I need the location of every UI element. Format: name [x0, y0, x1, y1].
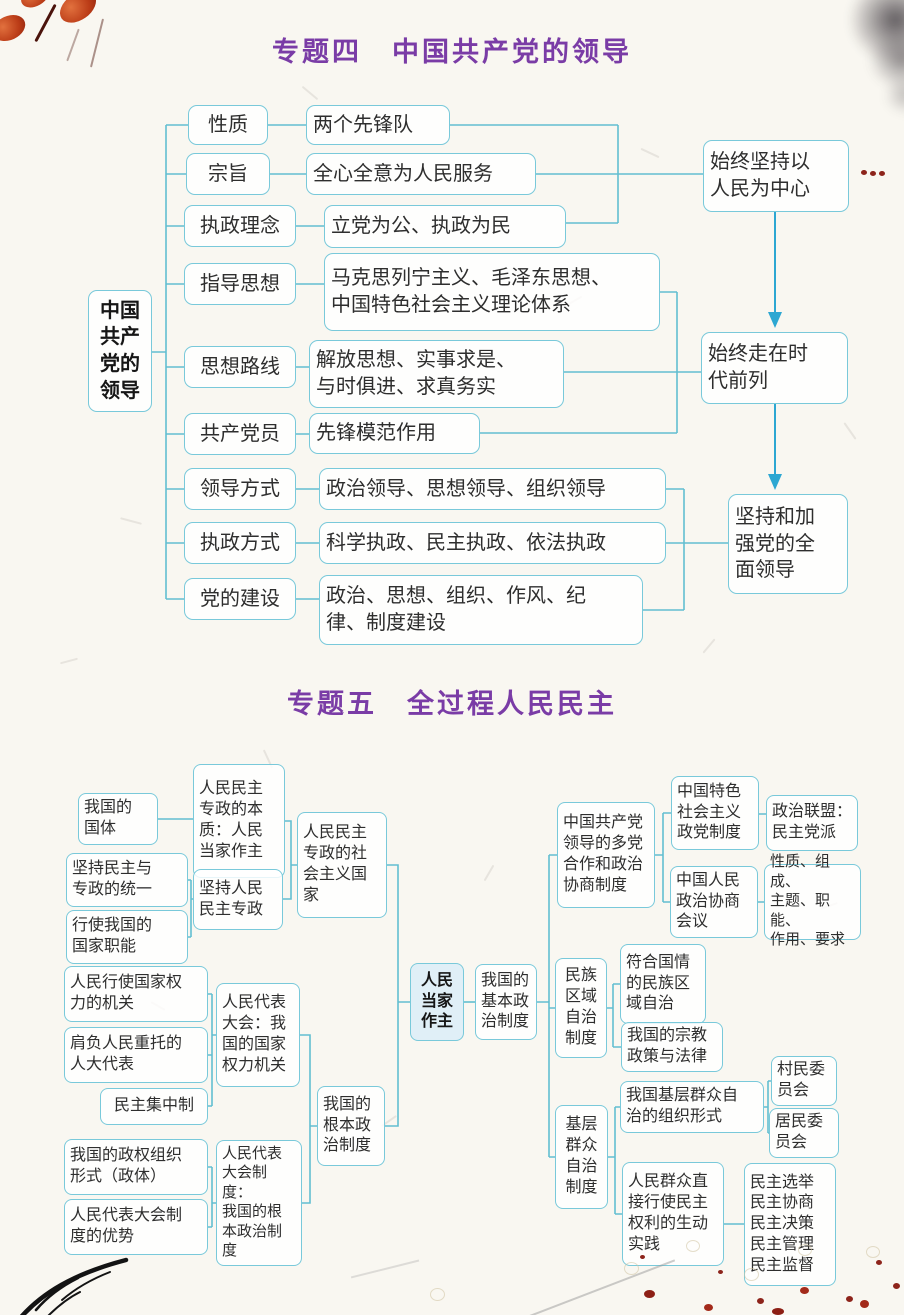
t4-branch-tenet: 宗旨 — [186, 153, 270, 195]
t5-multiparty-cooperation: 中国共产党 领导的多党 合作和政治 协商制度 — [557, 802, 655, 908]
t5-residents-committee: 居民委 员会 — [769, 1108, 839, 1158]
t5-ethnic-regional-autonomy: 民族 区域 自治 制度 — [555, 958, 607, 1058]
t4-detail-marxism-leninism: 马克思列宁主义、毛泽东思想、 中国特色社会主义理论体系 — [324, 253, 660, 331]
t5-cppcc-points: 性质、组成、 主题、职能、 作用、要求 — [764, 854, 861, 948]
t5-npc-deputies: 肩负人民重托的 人大代表 — [64, 1027, 208, 1083]
t5-religious-policy: 我国的宗教 政策与法律 — [621, 1022, 723, 1072]
t4-outcome-overall-leadership: 坚持和加 强党的全 面领导 — [728, 494, 848, 594]
t5-state-functions: 行使我国的 国家职能 — [66, 910, 188, 964]
t4-branch-guiding-ideology: 指导思想 — [184, 263, 296, 305]
t4-branch-ideological-line: 思想路线 — [184, 346, 296, 388]
t4-detail-three-governances: 科学执政、民主执政、依法执政 — [319, 522, 666, 564]
t5-democracy-dictatorship-unity: 坚持民主与 专政的统一 — [66, 853, 188, 907]
t4-branch-party-members: 共产党员 — [184, 413, 296, 455]
t4-detail-two-vanguards: 两个先锋队 — [306, 105, 450, 145]
t5-peoples-congress-system: 人民代表 大会制度： 我国的根 本政治制 度 — [216, 1140, 302, 1266]
t5-grassroots-self-governance: 基层 群众 自治 制度 — [555, 1105, 608, 1209]
t4-branch-nature: 性质 — [188, 105, 268, 145]
t5-form-of-government: 我国的政权组织 形式（政体） — [64, 1139, 208, 1195]
t5-autonomy-fits-conditions: 符合国情 的民族区 域自治 — [620, 944, 706, 1024]
t4-detail-vanguard-role: 先锋模范作用 — [309, 413, 480, 454]
t4-root-ccp-leadership: 中国 共产 党的 领导 — [88, 290, 152, 412]
t5-peoples-congress: 人民代表 大会：我 国的国家 权力机关 — [216, 983, 300, 1087]
t5-state-form: 我国的 国体 — [78, 793, 158, 845]
t5-villagers-committee: 村民委 员会 — [771, 1056, 837, 1106]
t5-political-alliance: 政治联盟： 民主党派 — [766, 795, 858, 851]
t5-essence-people-masters: 人民民主 专政的本 质：人民 当家作主 — [193, 764, 285, 878]
t5-cppcc: 中国人民 政治协商 会议 — [670, 866, 758, 938]
t5-socialist-state: 人民民主 专政的社 会主义国 家 — [297, 812, 387, 918]
t5-democratic-centralism: 民主集中制 — [100, 1088, 208, 1125]
t4-detail-emancipate-mind: 解放思想、实事求是、 与时俱进、求真务实 — [309, 340, 564, 408]
t4-branch-party-building: 党的建设 — [184, 578, 296, 620]
t4-outcome-forefront-of-times: 始终走在时 代前列 — [701, 332, 848, 404]
t5-center-people-masters: 人民 当家 作主 — [410, 963, 464, 1041]
t4-detail-party-building-areas: 政治、思想、组织、作风、纪 律、制度建设 — [319, 575, 643, 645]
t5-grassroots-org-forms: 我国基层群众自 治的组织形式 — [620, 1081, 764, 1133]
t5-basic-political-systems: 我国的 基本政 治制度 — [475, 964, 537, 1040]
t5-organ-of-state-power: 人民行使国家权 力的机关 — [64, 966, 208, 1022]
t5-five-democratic-forms: 民主选举 民主协商 民主决策 民主管理 民主监督 — [744, 1163, 836, 1286]
t4-branch-governing-method: 执政方式 — [184, 522, 296, 564]
t4-outcome-people-centered: 始终坚持以 人民为中心 — [703, 140, 849, 212]
t5-vivid-practice: 人民群众直 接行使民主 权利的生动 实践 — [622, 1162, 724, 1266]
t4-branch-governing-concept: 执政理念 — [184, 205, 296, 247]
t5-uphold-peoples-dictatorship: 坚持人民 民主专政 — [193, 869, 283, 930]
t5-system-advantages: 人民代表大会制 度的优势 — [64, 1199, 208, 1255]
t5-fundamental-political-system: 我国的 根本政 治制度 — [317, 1086, 385, 1166]
t4-detail-party-for-public: 立党为公、执政为民 — [324, 205, 566, 248]
topic5-title: 专题五 全过程人民民主 — [287, 689, 617, 719]
t5-socialist-party-system: 中国特色 社会主义 政党制度 — [671, 776, 759, 850]
t4-detail-serve-the-people: 全心全意为人民服务 — [306, 153, 536, 195]
t4-branch-leadership-method: 领导方式 — [184, 468, 296, 510]
topic4-title: 专题四 中国共产党的领导 — [272, 37, 632, 67]
t4-detail-three-leaderships: 政治领导、思想领导、组织领导 — [319, 468, 666, 510]
